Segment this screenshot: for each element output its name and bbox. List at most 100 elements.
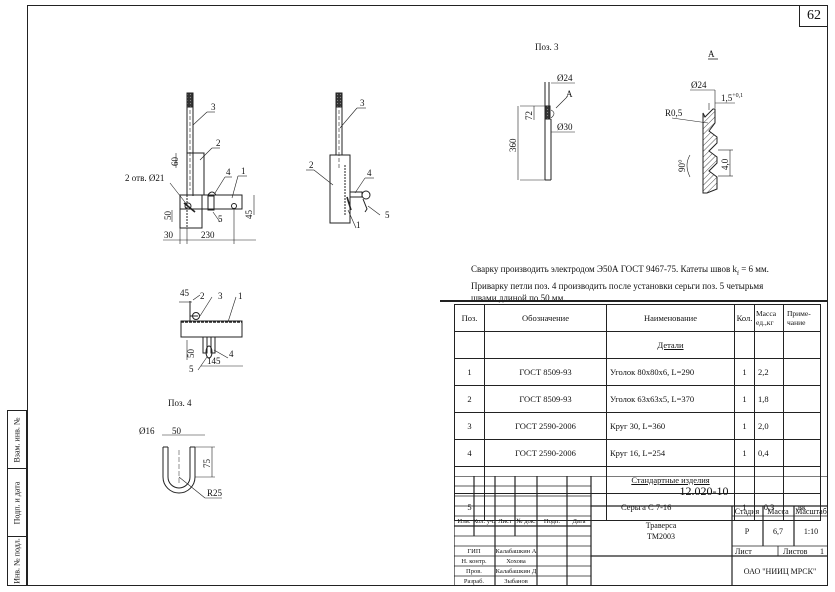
main-top-view — [179, 294, 243, 371]
cell-name: Уголок 63х63х5, L=370 — [606, 385, 735, 413]
spec-header-row: Поз. Обозначение Наименование Кол. Масса… — [454, 304, 821, 332]
organization: ОАО "НИИЦ МРСК" — [744, 567, 817, 576]
pos4-labels: Поз. 4 Ø16 50 75 R25 — [139, 398, 223, 498]
dim-4-0: 4,0 — [720, 158, 730, 170]
technical-notes: Сварку производить электродом Э50А ГОСТ … — [471, 263, 801, 304]
note-line-1: Сварку производить электродом Э50А ГОСТ … — [471, 264, 769, 277]
rev-header-list: Лист — [498, 518, 512, 525]
scale-label: Масштаб — [795, 507, 827, 516]
cell-mass: 2,0 — [754, 412, 784, 440]
specification-table: Поз. Обозначение Наименование Кол. Масса… — [454, 304, 821, 521]
dim-30: 30 — [164, 230, 174, 240]
callout-2: 2 — [216, 138, 221, 148]
cell-note — [783, 439, 821, 467]
detail-a-title: А — [708, 49, 715, 59]
stage-label: Стадия — [735, 507, 760, 516]
sig-role: ГИП — [467, 548, 480, 555]
cell-mass: 1,8 — [754, 385, 784, 413]
rev-header-kol: Кол. уч. — [473, 518, 495, 525]
dim-50: 50 — [163, 211, 173, 221]
cell-qty: 1 — [734, 412, 755, 440]
cell-designation: ГОСТ 2590-2006 — [484, 439, 607, 467]
callout-5: 5 — [189, 364, 194, 374]
cell-note — [783, 412, 821, 440]
cell-mass: 0,4 — [754, 439, 784, 467]
sheet-label: Лист — [735, 547, 752, 556]
callout-1: 1 — [241, 166, 246, 176]
cell-qty: 1 — [734, 358, 755, 386]
callout-4: 4 — [226, 167, 231, 177]
table-row: 4 ГОСТ 2590-2006 Круг 16, L=254 1 0,4 — [454, 439, 821, 467]
dim-d24: Ø24 — [557, 73, 573, 83]
dim-90deg: 90° — [677, 159, 687, 172]
dim-r25: R25 — [207, 488, 223, 498]
cell-name: Уголок 80х80х6, L=290 — [606, 358, 735, 386]
cell-name: Круг 16, L=254 — [606, 439, 735, 467]
header-name: Наименование — [606, 304, 735, 332]
cell-name: Круг 30, L=360 — [606, 412, 735, 440]
main-side-view — [306, 92, 381, 229]
side-stamp: Взам. инв. № Подп. и дата Инв. № подл. — [7, 410, 27, 586]
section-row: Стандартные изделия — [454, 466, 821, 494]
dim-d16: Ø16 — [139, 426, 155, 436]
dim-45-top: 45 — [180, 288, 190, 298]
sig-name: Калабашкин А — [496, 548, 537, 555]
table-row: 1 ГОСТ 8509-93 Уголок 80х80х6, L=290 1 2… — [454, 358, 821, 386]
main-side-labels: 3 2 4 5 1 — [309, 98, 390, 230]
cell-pos: 4 — [454, 439, 485, 467]
callout-3: 3 — [218, 291, 223, 301]
product-name: Траверса — [646, 521, 677, 530]
sig-name: Хохова — [506, 558, 526, 565]
dim-50-pos4: 50 — [172, 426, 182, 436]
note-line-2: Приварку петли поз. 4 производить после … — [471, 280, 764, 291]
main-top-labels: 45 2 3 1 4 5 50 145 — [180, 288, 243, 374]
cell-pos: 1 — [454, 358, 485, 386]
rev-header-doc: № док. — [516, 518, 536, 525]
rev-header-izm: Изм. — [458, 518, 471, 525]
dim-1-5: 1,5+0,1 — [721, 93, 743, 103]
note-line-3: швами длиной по 50 мм. — [471, 292, 566, 303]
callout-1: 1 — [356, 220, 361, 230]
side-stamp-cell: Взам. инв. № — [8, 411, 26, 469]
spec-top-line — [440, 300, 828, 302]
stage-value: Р — [745, 527, 750, 536]
dim-45: 45 — [244, 210, 254, 220]
drawing-frame — [27, 5, 828, 586]
sig-role: Пров. — [466, 568, 482, 575]
dim-50-top: 50 — [186, 349, 196, 359]
callout-5: 5 — [385, 210, 390, 220]
cell-pos: 3 — [454, 412, 485, 440]
table-row: 3 ГОСТ 2590-2006 Круг 30, L=360 1 2,0 — [454, 412, 821, 440]
cell-designation: ГОСТ 2590-2006 — [484, 412, 607, 440]
callout-1: 1 — [238, 291, 243, 301]
callout-5: 5 — [218, 214, 223, 224]
cell-name: Серьга С 7-16 — [606, 493, 735, 521]
rev-header-sign: Подп. — [544, 518, 561, 525]
callout-4: 4 — [367, 168, 372, 178]
cell-designation: ГОСТ 8509-93 — [484, 385, 607, 413]
doc-code: 12.020-10 — [680, 484, 729, 498]
pos4-view — [162, 434, 222, 499]
sig-role: Разраб. — [464, 578, 485, 585]
dim-60: 60 — [170, 157, 180, 167]
table-row: 5 Серьга С 7-16 1 0,3 вк — [454, 493, 821, 521]
dim-d30: Ø30 — [557, 122, 573, 132]
sheets-label: Листов — [783, 547, 808, 556]
dim-75: 75 — [202, 459, 212, 469]
mass-value: 6,7 — [773, 527, 783, 536]
header-note: Приме-чание — [783, 304, 821, 332]
mass-label: Масса — [767, 507, 789, 516]
cell-pos: 2 — [454, 385, 485, 413]
dim-72: 72 — [524, 111, 534, 120]
cell-mass: 2,2 — [754, 358, 784, 386]
sig-name: Зыбанов — [504, 578, 528, 585]
callout-2: 2 — [200, 291, 205, 301]
sheets-value: 1 — [820, 547, 824, 556]
cell-qty: 1 — [734, 439, 755, 467]
cell-note — [783, 385, 821, 413]
main-front-labels: 3 2 4 1 5 2 отв. Ø21 60 50 45 30 230 — [125, 102, 254, 240]
hole-note: 2 отв. Ø21 — [125, 173, 164, 183]
pos4-title: Поз. 4 — [168, 398, 192, 408]
detail-a-view — [671, 58, 735, 194]
